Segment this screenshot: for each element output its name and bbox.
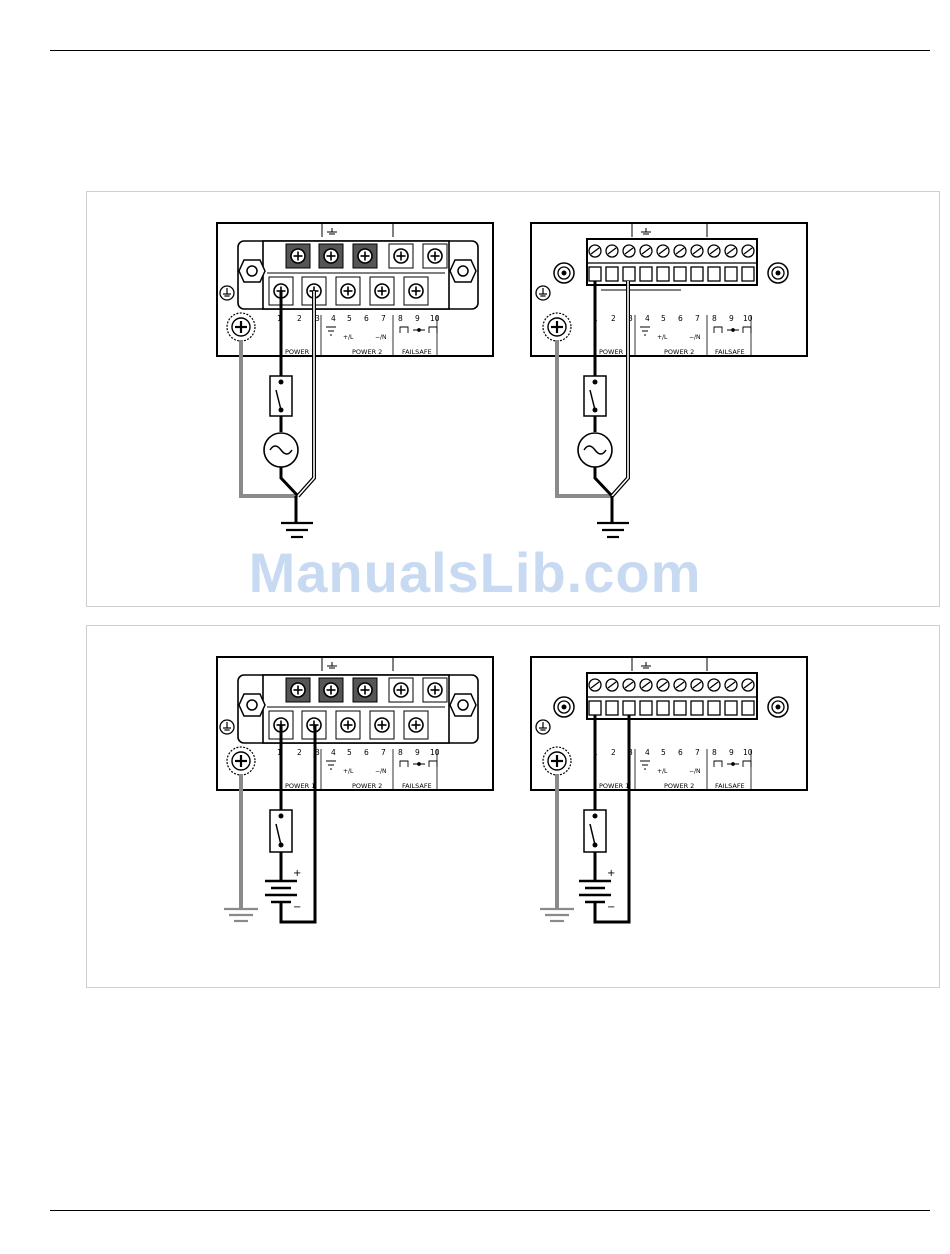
label-term-8: 8	[398, 314, 403, 323]
label-power1: POWER 1	[285, 782, 315, 790]
label-lplus: +/L	[343, 768, 354, 775]
label-power2: POWER 2	[352, 348, 382, 356]
label-term-4: 4	[331, 314, 336, 323]
label-term-2: 2	[611, 314, 616, 323]
label-term-7: 7	[381, 748, 386, 757]
battery-minus-label: −	[607, 902, 615, 913]
panel-spring-dc: 1 2 3 4 5 6 7 8 9 10 +/L −/N POWER 1 POW…	[531, 657, 807, 790]
label-failsafe: FAILSAFE	[715, 348, 745, 356]
label-term-8: 8	[712, 748, 717, 757]
label-failsafe: FAILSAFE	[402, 782, 432, 790]
label-term-2: 2	[297, 748, 302, 757]
battery-plus-label: +	[607, 868, 615, 879]
label-term-8: 8	[712, 314, 717, 323]
label-term-2: 2	[611, 748, 616, 757]
label-nminus: −/N	[689, 768, 701, 775]
label-term-7: 7	[695, 314, 700, 323]
label-term-6: 6	[364, 748, 369, 757]
label-nminus: −/N	[375, 768, 387, 775]
label-failsafe: FAILSAFE	[715, 782, 745, 790]
label-term-4: 4	[645, 314, 650, 323]
upper-terminal-row	[286, 244, 447, 268]
label-term-5: 5	[347, 748, 352, 757]
label-term-7: 7	[381, 314, 386, 323]
panel-screw-ac: 1 2 3 4 5 6 7 8 9 10 +/L −/N POWER 1 POW…	[217, 223, 493, 356]
label-term-5: 5	[661, 314, 666, 323]
label-term-6: 6	[364, 314, 369, 323]
lower-terminal-row	[269, 711, 428, 739]
label-term-7: 7	[695, 748, 700, 757]
label-term-2: 2	[297, 314, 302, 323]
label-term-4: 4	[645, 748, 650, 757]
label-lplus: +/L	[657, 334, 668, 341]
label-power1: POWER 1	[599, 348, 629, 356]
label-term-5: 5	[347, 314, 352, 323]
label-nminus: −/N	[375, 334, 387, 341]
label-term-8: 8	[398, 748, 403, 757]
label-term-5: 5	[661, 748, 666, 757]
label-term-9: 9	[415, 748, 420, 757]
label-term-9: 9	[729, 748, 734, 757]
label-term-6: 6	[678, 748, 683, 757]
battery-minus-label: −	[293, 902, 301, 913]
panel-screw-dc: 1 2 3 4 5 6 7 8 9 10 +/L −/N POWER 1 POW…	[217, 657, 493, 790]
label-power2: POWER 2	[664, 782, 694, 790]
label-power1: POWER 1	[285, 348, 315, 356]
label-lplus: +/L	[343, 334, 354, 341]
upper-terminal-row	[286, 678, 447, 702]
label-term-9: 9	[415, 314, 420, 323]
label-failsafe: FAILSAFE	[402, 348, 432, 356]
label-term-10: 10	[430, 748, 440, 757]
label-lplus: +/L	[657, 768, 668, 775]
label-term-4: 4	[331, 748, 336, 757]
label-term-9: 9	[729, 314, 734, 323]
label-power2: POWER 2	[352, 782, 382, 790]
lower-terminal-row	[269, 277, 428, 305]
label-term-6: 6	[678, 314, 683, 323]
panel-spring-ac: 1 2 3 4 5 6 7 8 9 10 +/L −/N POWER 1 POW…	[531, 223, 807, 356]
label-term-10: 10	[430, 314, 440, 323]
watermark: ManualsLib.com	[0, 540, 950, 605]
label-power2: POWER 2	[664, 348, 694, 356]
label-power1: POWER 1	[599, 782, 629, 790]
label-nminus: −/N	[689, 334, 701, 341]
battery-plus-label: +	[293, 868, 301, 879]
